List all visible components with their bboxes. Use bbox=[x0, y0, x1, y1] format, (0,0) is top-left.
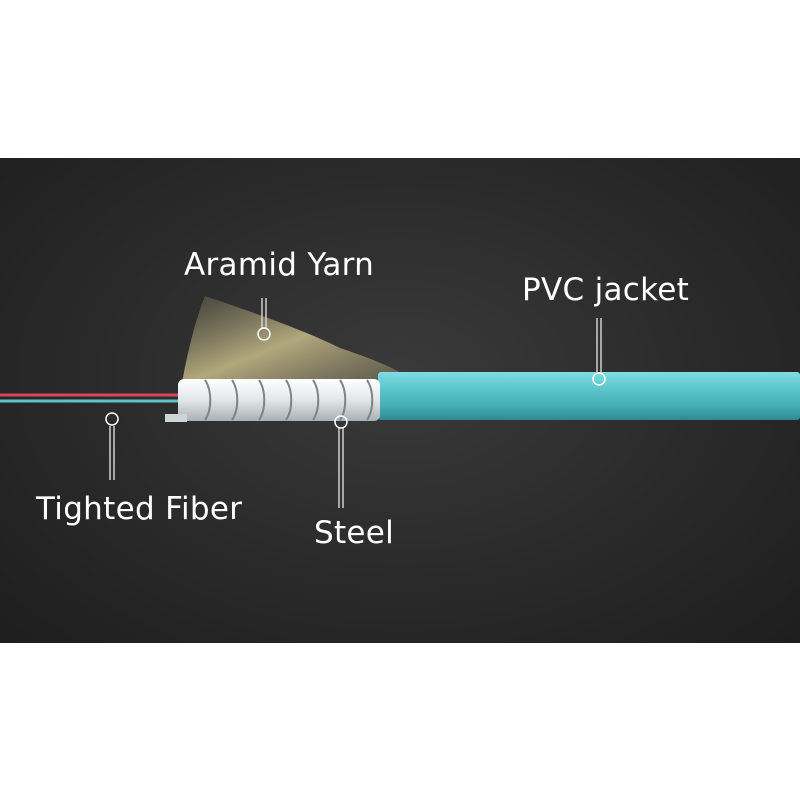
label-steel: Steel bbox=[314, 515, 395, 551]
label-pvc-jacket: PVC jacket bbox=[522, 272, 690, 308]
label-tighted-fiber: Tighted Fiber bbox=[36, 491, 243, 527]
label-aramid-yarn: Aramid Yarn bbox=[184, 247, 375, 283]
leader-markers bbox=[105, 327, 606, 429]
steel-end-tip bbox=[165, 414, 187, 422]
steel-spiral-windings bbox=[204, 379, 374, 421]
aramid-yarn bbox=[182, 296, 405, 384]
steel-spiral bbox=[178, 379, 380, 421]
cable-diagram bbox=[0, 296, 800, 508]
leader-lines bbox=[109, 298, 602, 508]
pvc-jacket bbox=[378, 372, 800, 420]
diagram-panel: Aramid Yarn PVC jacket Tighted Fiber Ste… bbox=[0, 158, 800, 643]
